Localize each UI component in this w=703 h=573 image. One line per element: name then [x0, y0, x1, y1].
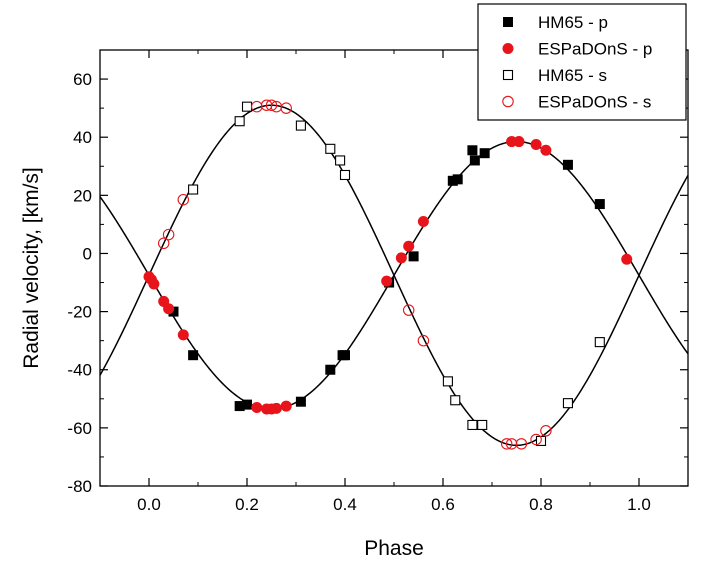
data-point [265, 99, 278, 111]
data-point [162, 228, 175, 241]
data-point [530, 433, 542, 446]
data-point [594, 199, 605, 210]
orbit-model-curves [99, 104, 689, 447]
x-tick-label: 0.6 [431, 495, 455, 514]
x-tick-label: 0.8 [529, 495, 553, 514]
data-point [325, 364, 336, 375]
data-point [540, 144, 552, 156]
data-point [340, 350, 350, 361]
data-point [234, 116, 245, 127]
data-point [280, 102, 292, 114]
data-point [540, 425, 552, 437]
legend-label: HM65 - p [538, 13, 608, 32]
x-tick-label: 0.0 [137, 495, 161, 514]
data-point [515, 438, 528, 450]
x-tick-label: 1.0 [627, 495, 651, 514]
data-point [477, 419, 488, 431]
data-point [177, 329, 189, 341]
legend-label: ESPaDOnS - s [538, 93, 651, 112]
data-point [621, 253, 633, 265]
y-tick-label: -40 [67, 361, 92, 380]
y-tick-label: 20 [73, 186, 92, 205]
data-point [513, 136, 525, 148]
data-point [295, 396, 306, 407]
data-point [403, 240, 415, 252]
y-tick-label: 60 [73, 70, 92, 89]
data-point [442, 376, 453, 387]
data-point [241, 101, 253, 112]
data-point [500, 438, 513, 450]
x-tick-label: 0.4 [333, 495, 357, 514]
y-tick-label: -80 [67, 477, 92, 496]
data-point [251, 402, 263, 414]
data-point [467, 419, 478, 431]
y-tick-label: 0 [83, 244, 92, 263]
legend-label: ESPaDOnS - p [538, 40, 652, 59]
data-point [452, 174, 463, 185]
data-point [335, 155, 346, 166]
data-point [177, 193, 190, 206]
legend-marker [503, 17, 513, 27]
data-point [242, 399, 252, 410]
data-point [157, 237, 170, 250]
series-3 [157, 99, 552, 450]
data-point [395, 252, 407, 264]
data-point [467, 145, 478, 156]
data-points [143, 99, 633, 450]
y-tick-label: -20 [67, 303, 92, 322]
data-point [562, 398, 574, 409]
data-point [450, 395, 461, 406]
data-point [339, 169, 351, 181]
data-point [594, 337, 605, 348]
data-point [188, 184, 199, 195]
y-tick-label: -60 [67, 419, 92, 438]
series-1 [143, 136, 633, 415]
secondary-model-curve [99, 104, 689, 447]
x-axis-title: Phase [364, 537, 424, 560]
x-tick-label: 0.2 [235, 495, 259, 514]
data-point [530, 138, 542, 150]
data-point [280, 400, 292, 412]
data-point [295, 120, 306, 131]
legend-marker [502, 43, 514, 54]
data-point [469, 155, 480, 166]
data-point [562, 159, 573, 170]
data-point [168, 306, 179, 317]
data-point [479, 148, 490, 159]
series-2 [188, 101, 605, 446]
legend-label: HM65 - s [538, 66, 607, 85]
data-point [417, 334, 430, 347]
y-axis-title: Radial velocity, [km/s] [20, 167, 43, 369]
data-point [188, 350, 199, 361]
data-point [325, 143, 336, 154]
data-point [270, 402, 282, 414]
y-tick-label: 40 [73, 128, 92, 147]
x-axis-ticks: 0.0 0.2 0.4 0.6 0.8 1.0 [99, 50, 689, 514]
y-axis-ticks: 60 40 20 0 -20 -40 -60 -80 [67, 49, 688, 496]
data-point [163, 303, 175, 315]
data-point [148, 278, 160, 290]
data-point [505, 438, 518, 450]
data-point [234, 401, 245, 412]
data-point [408, 251, 419, 262]
legend-marker [502, 95, 514, 108]
data-point [402, 304, 415, 316]
legend: HM65 - p ESPaDOnS - p HM65 - s ESPaDOnS - s [477, 3, 687, 121]
series-0 [168, 145, 605, 412]
data-point [381, 275, 393, 287]
data-point [417, 215, 429, 227]
legend-marker [502, 69, 514, 81]
